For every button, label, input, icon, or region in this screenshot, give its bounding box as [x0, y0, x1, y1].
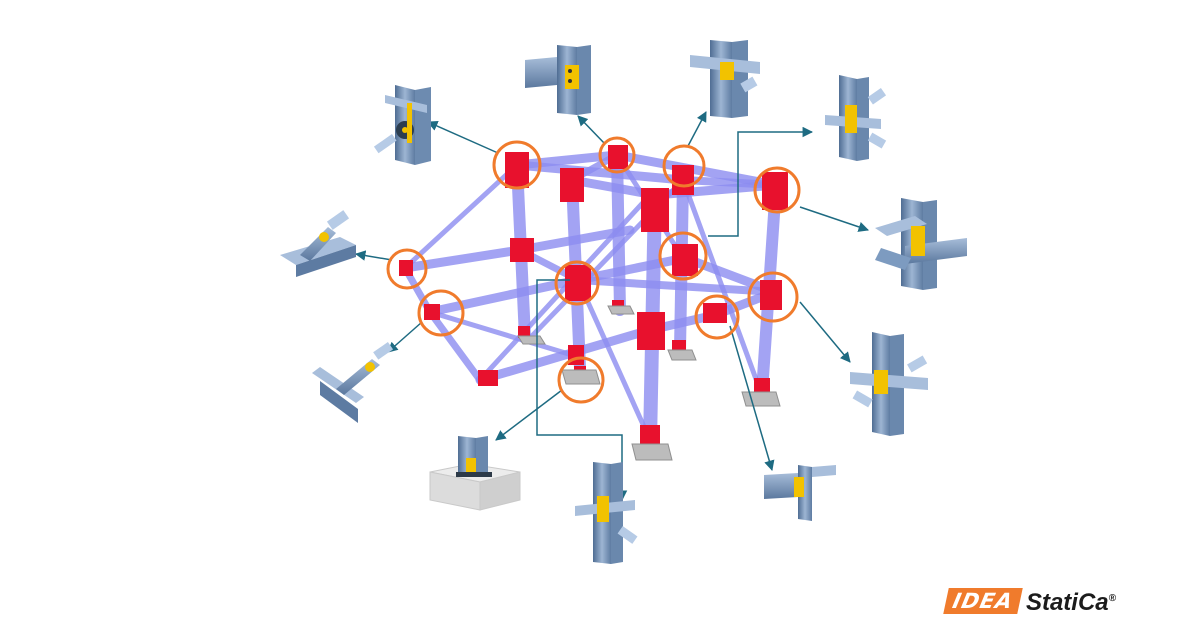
connection-detail-brace-gusset-1	[280, 210, 356, 277]
connection-detail-beam-column-1	[525, 45, 591, 115]
concrete-footings	[517, 305, 781, 461]
connection-detail-beam-column-2	[690, 40, 760, 118]
connection-detail-column-splice	[575, 462, 638, 564]
leader-lines	[354, 111, 869, 502]
logo-idea-mark: IDEA	[943, 588, 1023, 614]
connection-detail-beam-splice	[764, 465, 836, 521]
connection-detail-column-brace	[373, 85, 431, 165]
connection-detail-multi-beam	[875, 198, 967, 290]
logo-statica-wordmark: StatiCa®	[1026, 586, 1116, 616]
connection-detail-column-base	[429, 436, 521, 511]
connection-detail-brace-gusset-2	[312, 341, 394, 423]
logo-statica-text: StatiCa	[1025, 589, 1109, 616]
idea-statica-logo: IDEA StatiCa®	[943, 586, 1116, 616]
connection-detail-column-braces	[825, 75, 887, 161]
connection-detail-column-beams	[850, 332, 928, 436]
joint-highlight-circles	[386, 136, 801, 404]
registered-mark: ®	[1108, 593, 1116, 604]
